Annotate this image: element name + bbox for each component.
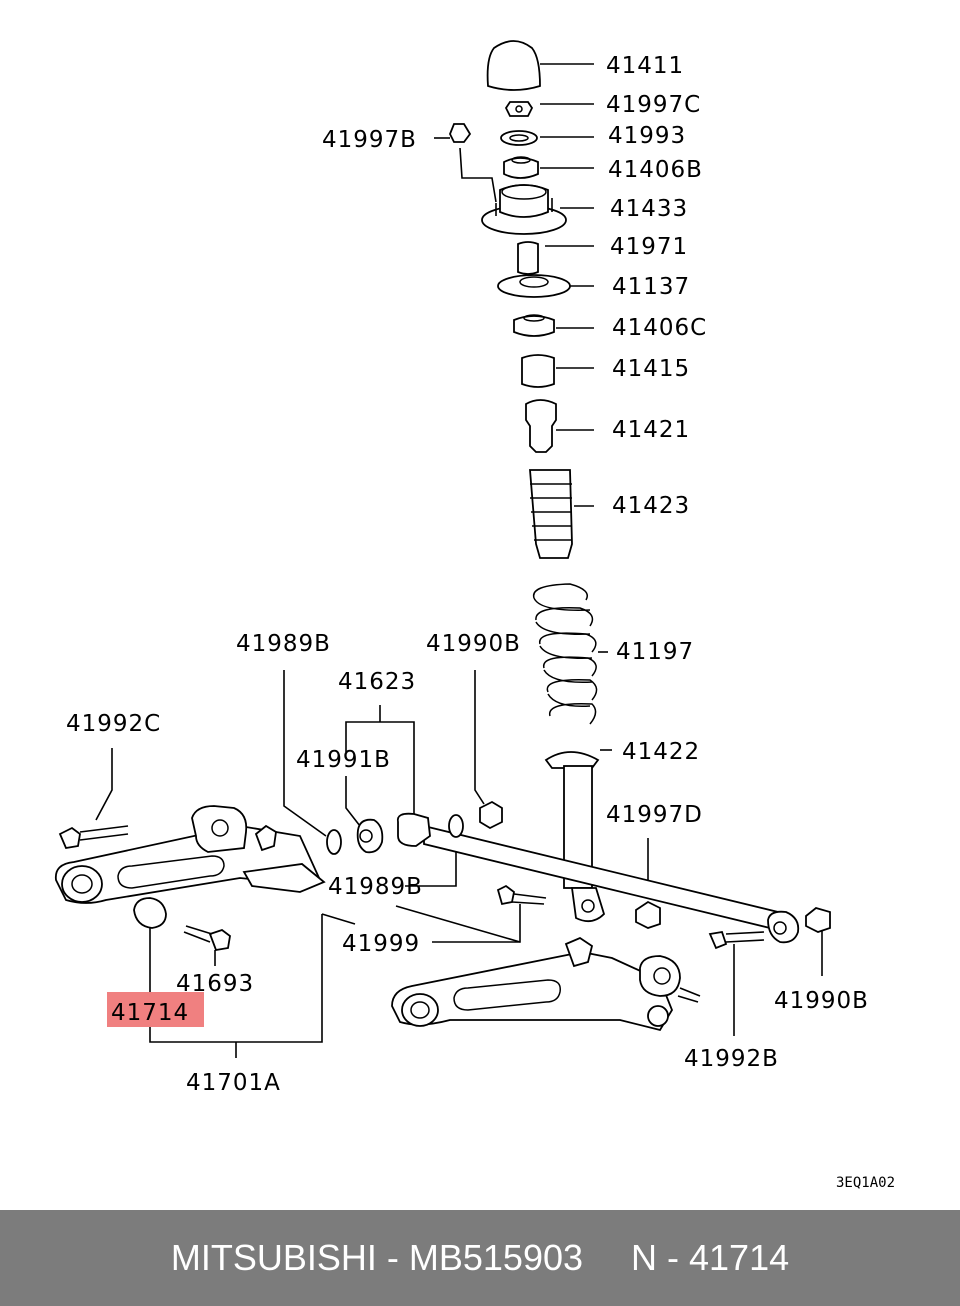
label-41990B-top: 41990B xyxy=(426,631,521,657)
label-41422: 41422 xyxy=(622,739,700,765)
exploded-parts-diagram: 41411 41997C 41997B 41993 41406B 41433 4… xyxy=(54,40,895,1191)
part-labels: 41411 41997C 41997B 41993 41406B 41433 4… xyxy=(66,53,895,1191)
label-41991B: 41991B xyxy=(296,747,391,773)
label-41415: 41415 xyxy=(612,356,690,382)
label-41992C: 41992C xyxy=(66,711,161,737)
label-41971: 41971 xyxy=(610,234,688,260)
label-41406C: 41406C xyxy=(612,315,707,341)
reference-number: N - 41714 xyxy=(631,1237,790,1278)
label-41989B-top: 41989B xyxy=(236,631,331,657)
label-41623: 41623 xyxy=(338,669,416,695)
label-41406B: 41406B xyxy=(608,157,703,183)
lateral-link-and-hardware xyxy=(326,800,831,950)
label-41989B-mid: 41989B xyxy=(328,874,423,900)
diagram-code: 3EQ1A02 xyxy=(836,1175,895,1191)
part-info-footer: MITSUBISHI - MB515903 N - 41714 xyxy=(0,1210,960,1306)
label-41423: 41423 xyxy=(612,493,690,519)
trailing-arms xyxy=(54,805,701,1032)
label-41411: 41411 xyxy=(606,53,684,79)
highlight-box xyxy=(107,992,204,1027)
part-number: MB515903 xyxy=(408,1237,584,1278)
brand-name: MITSUBISHI xyxy=(170,1237,377,1278)
label-41701A: 41701A xyxy=(186,1070,281,1096)
label-41997B: 41997B xyxy=(322,127,417,153)
label-41992B: 41992B xyxy=(684,1046,779,1072)
label-41137: 41137 xyxy=(612,274,690,300)
label-41433: 41433 xyxy=(610,196,688,222)
strut-top-parts xyxy=(449,40,573,559)
label-41990B-right: 41990B xyxy=(774,988,869,1014)
label-41993: 41993 xyxy=(608,123,686,149)
label-41693: 41693 xyxy=(176,971,254,997)
label-41714: 41714 xyxy=(111,1000,189,1026)
label-41997C: 41997C xyxy=(606,92,701,118)
label-41999: 41999 xyxy=(342,931,420,957)
label-41997D: 41997D xyxy=(606,802,703,828)
footer-separator: - xyxy=(376,1237,409,1278)
label-41421: 41421 xyxy=(612,417,690,443)
label-41197: 41197 xyxy=(616,639,694,665)
